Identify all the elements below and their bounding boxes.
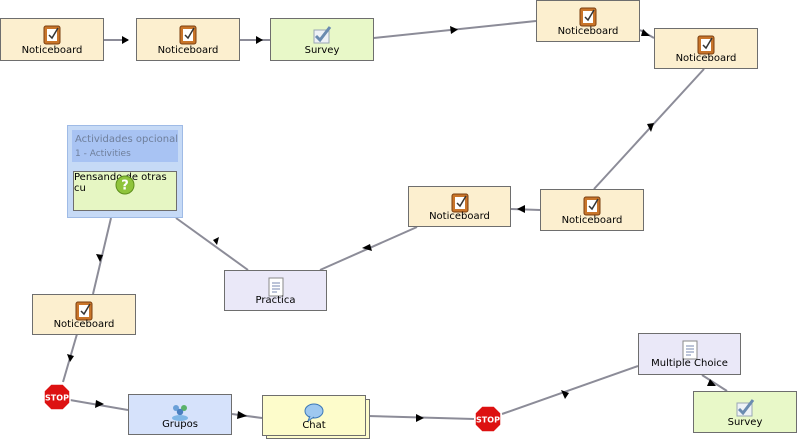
activity-label: Practica xyxy=(255,295,296,306)
activity-label: Noticeboard xyxy=(53,319,115,330)
activity-label: Multiple Choice xyxy=(651,358,728,369)
activity-label: Noticeboard xyxy=(557,26,619,37)
group-icon xyxy=(172,405,188,421)
activity-multiple-choice[interactable]: Multiple Choice xyxy=(638,333,741,375)
activity-label: Noticeboard xyxy=(21,45,83,56)
activity-label: Noticeboard xyxy=(157,45,219,56)
activity-label: Noticeboard xyxy=(429,211,490,222)
arrowhead xyxy=(647,123,654,132)
edge-12-13 xyxy=(701,374,728,392)
arrowhead xyxy=(67,354,74,362)
optional-activities-container[interactable]: Actividades opcional 1 - Activities ? Pe… xyxy=(67,125,183,218)
activity-label: Noticeboard xyxy=(675,53,737,64)
arrowhead xyxy=(256,36,263,44)
activity-noticeboard-3[interactable]: Noticeboard xyxy=(536,0,640,42)
optional-activities-header: Actividades opcional 1 - Activities xyxy=(72,130,178,162)
svg-text:?: ? xyxy=(121,179,129,194)
activity-noticeboard-7[interactable]: Noticeboard xyxy=(32,294,136,335)
stop-label: STOP xyxy=(45,394,69,403)
noticeboard-icon xyxy=(179,25,197,45)
activity-label: Survey xyxy=(727,417,763,428)
arrowhead xyxy=(416,414,424,422)
activity-label: Chat xyxy=(302,420,326,431)
activity-practica[interactable]: Practica xyxy=(224,270,327,311)
arrowhead xyxy=(237,411,247,419)
arrowhead xyxy=(641,29,650,36)
edge-5-6 xyxy=(593,68,705,190)
noticeboard-icon xyxy=(579,7,597,27)
optional-child-activity[interactable]: ? Pensando de otras cu xyxy=(73,171,177,211)
arrowhead xyxy=(707,379,716,386)
arrowhead xyxy=(517,205,525,213)
noticeboard-icon xyxy=(451,193,468,213)
document-icon xyxy=(682,340,697,360)
noticeboard-icon xyxy=(583,196,601,216)
arrowhead xyxy=(95,400,104,408)
stop-sign-icon[interactable]: STOP xyxy=(474,405,502,433)
arrowhead xyxy=(450,26,458,34)
activity-survey-2[interactable]: Survey xyxy=(693,391,797,433)
survey-check-icon xyxy=(736,399,755,417)
activity-survey-1[interactable]: Survey xyxy=(270,18,374,61)
question-icon: ? xyxy=(115,175,135,195)
arrowhead xyxy=(96,254,103,262)
activity-label: Grupos xyxy=(162,419,198,430)
activity-label: Survey xyxy=(304,45,340,56)
activity-chat[interactable]: Chat xyxy=(262,395,366,436)
activity-noticeboard-5[interactable]: Noticeboard xyxy=(540,189,644,231)
document-icon xyxy=(268,277,283,297)
stop-label: STOP xyxy=(476,416,500,425)
activity-noticeboard-1[interactable]: Noticeboard xyxy=(0,18,104,61)
activity-noticeboard-4[interactable]: Noticeboard xyxy=(654,28,758,69)
activity-noticeboard-2[interactable]: Noticeboard xyxy=(136,18,240,61)
optional-activities-title: Actividades opcional xyxy=(75,134,179,145)
noticeboard-icon xyxy=(75,301,93,321)
optional-activities-subtitle: 1 - Activities xyxy=(75,149,131,159)
activity-label: Noticeboard xyxy=(561,215,623,226)
edge-6-7 xyxy=(510,208,541,211)
stop-sign-icon[interactable]: STOP xyxy=(43,383,71,411)
chat-bubble-icon xyxy=(304,403,324,423)
arrowhead xyxy=(362,244,372,251)
edge-stop-12 xyxy=(501,365,639,415)
noticeboard-icon xyxy=(697,35,715,55)
survey-check-icon xyxy=(313,26,332,44)
activity-grupos[interactable]: Grupos xyxy=(128,394,232,435)
arrowhead xyxy=(122,36,129,44)
activity-noticeboard-6[interactable]: Noticeboard xyxy=(408,186,511,227)
arrowhead xyxy=(561,390,569,399)
arrowhead xyxy=(213,237,219,245)
noticeboard-icon xyxy=(43,25,61,45)
edge-8-opt xyxy=(175,217,249,271)
